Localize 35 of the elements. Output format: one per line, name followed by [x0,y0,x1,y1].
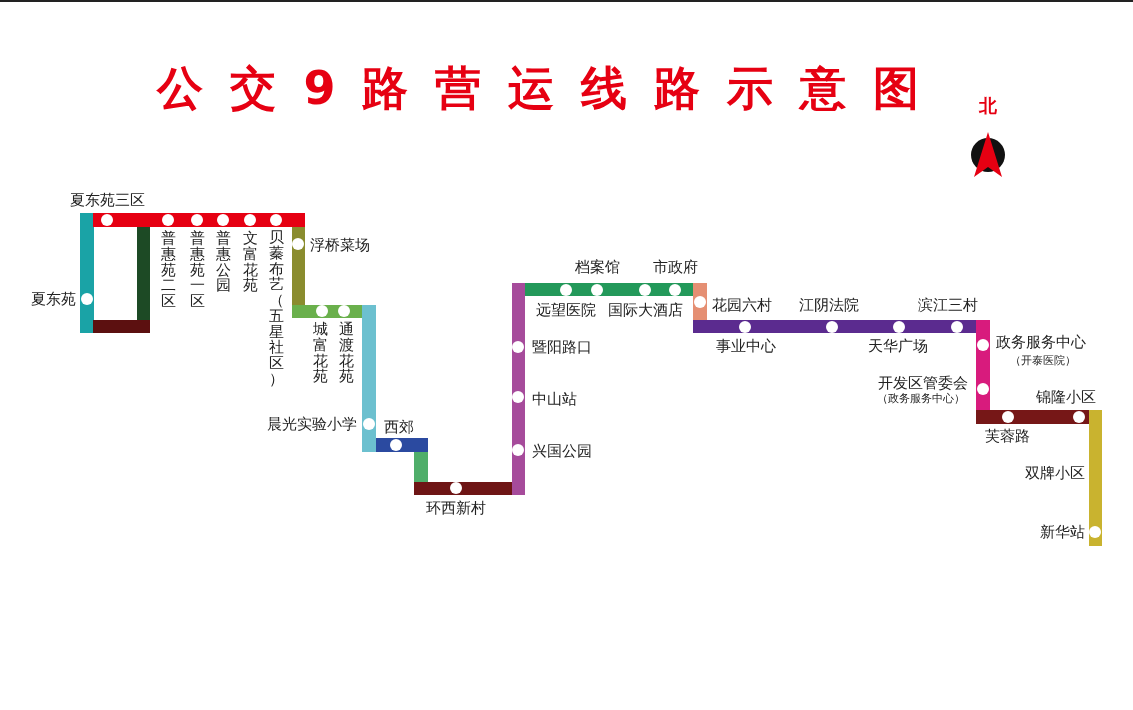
station-label: 环西新村 [426,500,486,516]
station-label: 通渡花苑 [338,322,354,385]
station-label: 夏东苑 [31,291,76,307]
station-label: 滨江三村 [918,297,978,313]
station-label: 锦隆小区 [1036,389,1096,405]
station-label: 市政府 [652,259,698,275]
station-label: 国际大酒店 [607,302,683,318]
title: 公交9路营运线路示意图 [157,65,947,111]
station-label: 普惠公园 [215,231,231,294]
station-label: 中山站 [532,391,577,407]
station-label: 暨阳路口 [532,339,592,355]
station-label: 档案馆 [574,259,620,275]
station-label: 西郊 [384,419,414,435]
station-label: 晨光实验小学 [267,416,357,432]
station-label: 芙蓉路 [984,428,1030,444]
station-label: 贝蓁布艺（五星社区） [268,230,284,388]
station-note: （政务服务中心） [877,392,965,404]
station-label: 普惠苑二区 [160,231,176,310]
station-label: 城富花苑 [312,322,328,385]
station-label: 新华站 [1040,524,1085,540]
station-label: 江阴法院 [799,297,859,313]
station-label: 浮桥菜场 [310,237,370,253]
station-label: 花园六村 [712,297,772,313]
station-label: 天华广场 [868,338,928,354]
station-label: 双牌小区 [1025,465,1085,481]
station-label: 兴国公园 [532,443,592,459]
station-label: 开发区管委会 [878,375,968,391]
station-label: 文富花苑 [242,231,258,294]
station-label: 政务服务中心 [996,334,1086,350]
north-label: 北 [979,97,997,115]
station-label: 事业中心 [716,338,776,354]
station-label: 远望医院 [536,302,596,318]
station-label: 普惠苑一区 [189,231,205,310]
station-label: 夏东苑三区 [69,192,145,208]
station-note: （开泰医院） [1010,354,1076,366]
